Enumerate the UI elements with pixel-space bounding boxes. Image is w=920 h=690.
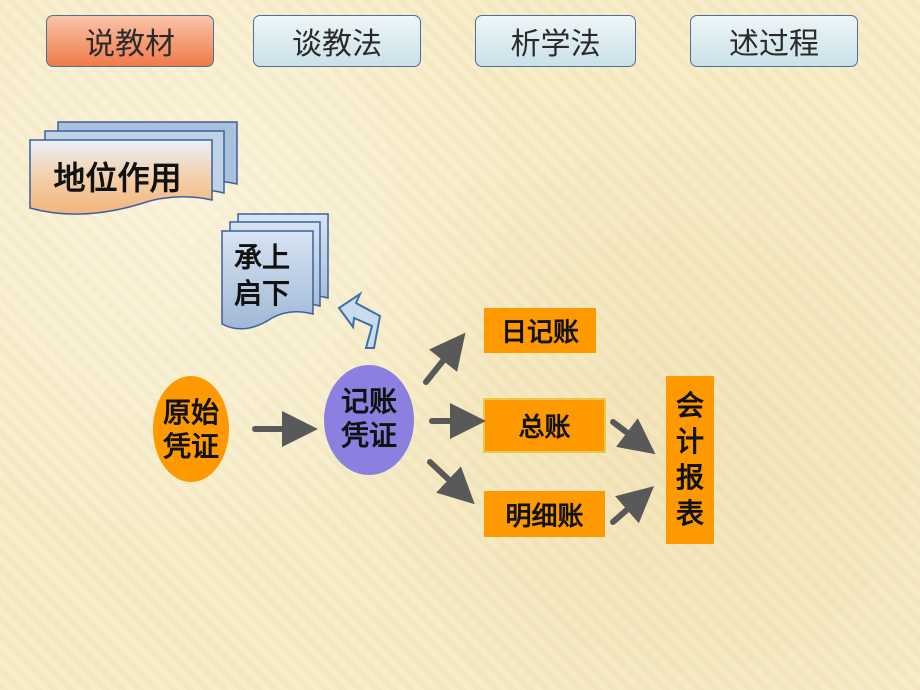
tab-tan-jiaofa[interactable]: 谈教法: [253, 15, 421, 67]
arrow-detail-to-report: [610, 486, 655, 525]
source-voucher-line1: 原始: [162, 396, 219, 429]
detail-ledger-box: [484, 491, 605, 537]
role-doc-stack: [221, 213, 329, 330]
section-title-doc-stack: [29, 121, 238, 215]
daybook-label: 日记账: [500, 318, 579, 348]
section-title: 地位作用: [53, 159, 182, 197]
accounting-voucher-line2: 凭证: [340, 419, 397, 452]
accounting-voucher-label: 记账 凭证: [324, 364, 414, 474]
role-doc-line2: 启下: [233, 277, 290, 310]
source-voucher-label: 原始 凭证: [154, 378, 228, 482]
accounting-voucher-circle: [324, 365, 414, 475]
tab-shuo-jiaocai[interactable]: 说教材: [46, 15, 214, 67]
financial-report-char-4: 表: [675, 497, 704, 530]
accounting-voucher-line1: 记账: [340, 385, 397, 418]
detail-ledger-label: 明细账: [505, 501, 584, 532]
source-voucher-line2: 凭证: [162, 430, 219, 463]
general-ledger-box: [483, 398, 606, 453]
role-doc-label: 承上 启下: [226, 240, 298, 312]
hook-arrow: [337, 291, 382, 349]
arrow-ledger-to-report: [610, 418, 656, 455]
financial-report-char-1: 会: [675, 389, 704, 422]
tab-xi-xuefa[interactable]: 析学法: [475, 15, 636, 67]
role-doc-line1: 承上: [233, 241, 290, 274]
financial-report-box: [666, 376, 714, 544]
daybook-box: [484, 308, 596, 353]
financial-report-char-3: 报: [675, 461, 704, 494]
tab-shu-guocheng[interactable]: 述过程: [690, 15, 858, 67]
general-ledger-label: 总账: [518, 413, 571, 443]
arrow-voucher-to-detail: [427, 459, 475, 505]
source-voucher-circle: [153, 376, 229, 482]
financial-report-label: 会 计 报 表: [666, 376, 714, 544]
financial-report-char-2: 计: [675, 425, 704, 458]
arrow-voucher-to-daybook: [423, 332, 466, 385]
